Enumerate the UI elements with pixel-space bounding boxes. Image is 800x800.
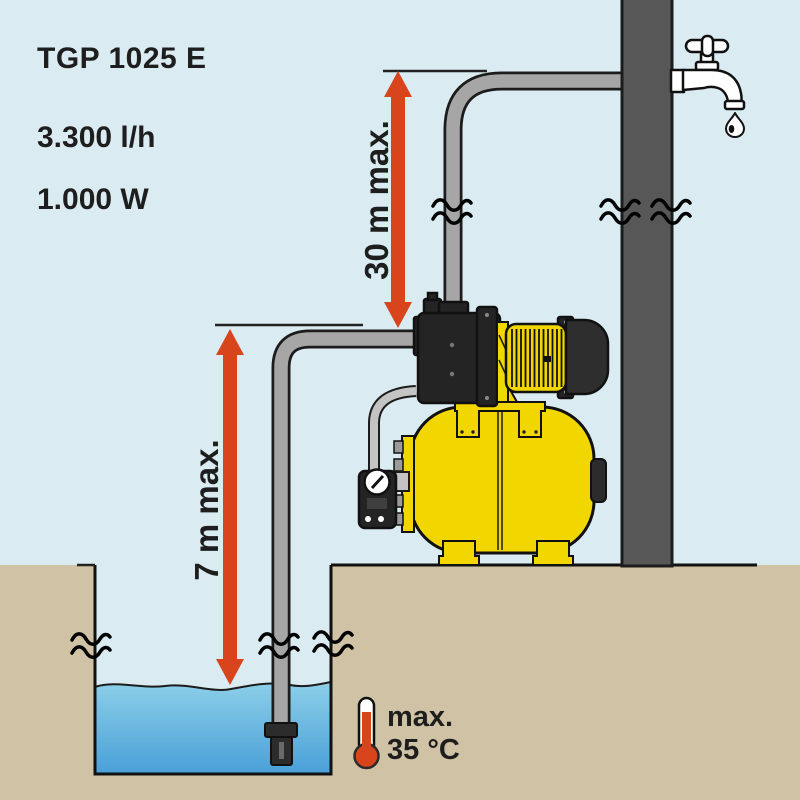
product-model: TGP 1025 E [37,42,207,75]
plate-bolt [485,396,489,400]
drop-shade [728,125,735,133]
motor-end-cap [564,318,610,396]
pressure-switch [357,468,410,530]
motor-vent [543,356,551,362]
gauge-pipe [370,387,417,470]
delivery-head-arrow [383,69,487,328]
suction-height-arrow [215,323,363,685]
switch-dot [378,516,384,522]
pipes [271,71,624,730]
delivery-pipe [446,74,624,316]
max-temperature-line2: 35 °C [387,734,460,766]
flow-rate-spec: 3.300 l/h [37,121,156,154]
faucet-icon [669,34,746,138]
thermometer-icon [353,696,380,770]
wall-column [620,0,674,568]
arrow-shaft [391,93,405,309]
bracket-bolt [522,430,526,434]
tank-foot-right [532,540,574,566]
arrow-shaft [223,351,237,661]
pump-unit [412,291,610,408]
flange-bolt [393,458,404,472]
flange-bolt [393,440,404,454]
foot-valve-slot [279,742,284,759]
mounting-plate [475,305,499,408]
tank-foot-left [438,540,480,566]
switch-panel [367,498,387,509]
tank-valve [590,458,607,503]
plate-bolt [485,313,489,317]
max-temperature-label: max. 35 °C [387,701,460,767]
housing-bolt [449,371,455,377]
basin-walls [93,565,333,776]
gauge-needle [370,474,385,490]
faucet-handle-hub [700,34,715,58]
tank-bracket [454,401,546,438]
arrowhead-down [216,659,244,685]
arrowhead-up [384,71,412,97]
switch-dot [365,516,371,522]
max-temperature-line1: max. [387,701,454,733]
tank-seam [497,410,503,550]
bracket-bolt [460,430,464,434]
suction-height-label: 7 m max. [188,439,225,581]
bracket-bolt [471,430,475,434]
housing-bolt [449,342,455,348]
power-spec: 1.000 W [37,183,149,216]
water-surface-line [94,681,332,691]
spout-collar [723,99,746,111]
bracket-bolt [534,430,538,434]
arrowhead-up [216,329,244,355]
bracket-plate [454,401,546,438]
arrowhead-down [384,302,412,328]
filler-cap-top [426,291,439,302]
thermometer-column [362,712,371,754]
foot-valve [264,722,298,766]
delivery-head-label: 30 m max. [358,120,395,280]
suction-pipe [274,332,424,730]
foot-valve-collar [264,722,298,738]
